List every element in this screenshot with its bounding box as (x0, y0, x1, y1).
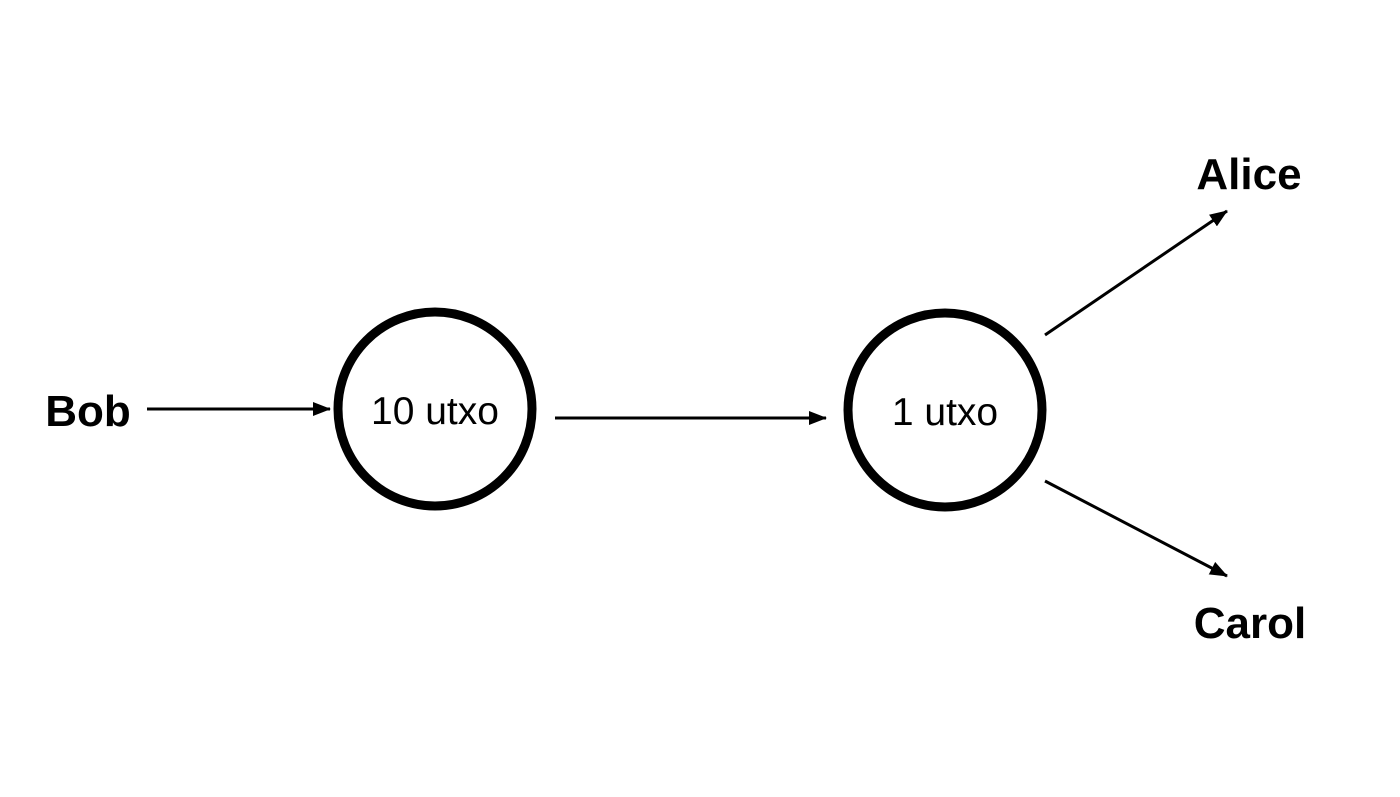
edge-output-utxo-to-alice (1044, 209, 1228, 337)
input-utxo-circle (333, 307, 537, 511)
input-utxo-node: 10 utxo (333, 307, 537, 511)
recipient-label-alice: Alice (1196, 150, 1301, 199)
recipient-label-carol: Carol (1194, 599, 1306, 648)
output-utxo-label: 1 utxo (892, 391, 998, 434)
input-utxo-label: 10 utxo (371, 390, 499, 433)
edge-output-utxo-to-carol (1044, 479, 1228, 578)
output-utxo-circle (843, 308, 1047, 512)
output-utxo-node: 1 utxo (843, 308, 1047, 512)
sender-label-bob: Bob (45, 387, 131, 436)
